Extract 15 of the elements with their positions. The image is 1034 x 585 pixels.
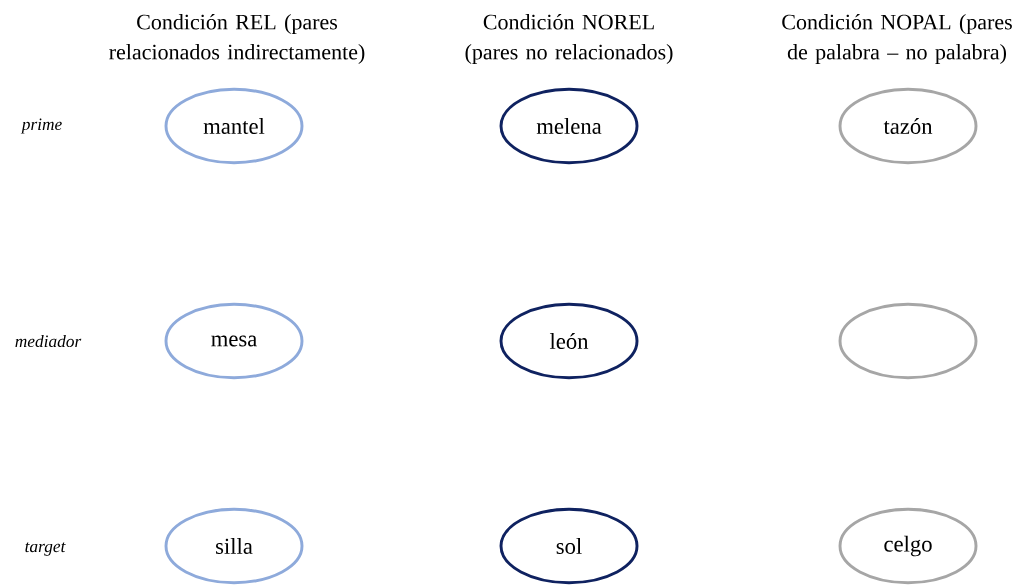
column-heading: Condición NOREL (pares no relacionados) bbox=[465, 14, 673, 64]
empty-ellipse bbox=[838, 302, 978, 380]
column-heading: Condición REL (pares relacionados indirectamente) bbox=[109, 14, 365, 64]
ellipse-node: silla bbox=[164, 507, 304, 585]
ellipse-node: sol bbox=[499, 507, 639, 585]
row-label: target bbox=[25, 542, 66, 556]
column-heading: Condición NOPAL (pares de palabra – no palabra) bbox=[782, 14, 1012, 64]
row-label: mediador bbox=[15, 334, 82, 348]
row-label: prime bbox=[20, 118, 62, 134]
ellipse-node: tazón bbox=[838, 87, 978, 165]
ellipse-node: celgo bbox=[838, 507, 978, 585]
ellipse-node: mesa bbox=[164, 302, 304, 380]
ellipse-node: mantel bbox=[164, 87, 304, 165]
ellipse-node: león bbox=[499, 302, 639, 380]
ellipse-node: melena bbox=[499, 87, 639, 165]
